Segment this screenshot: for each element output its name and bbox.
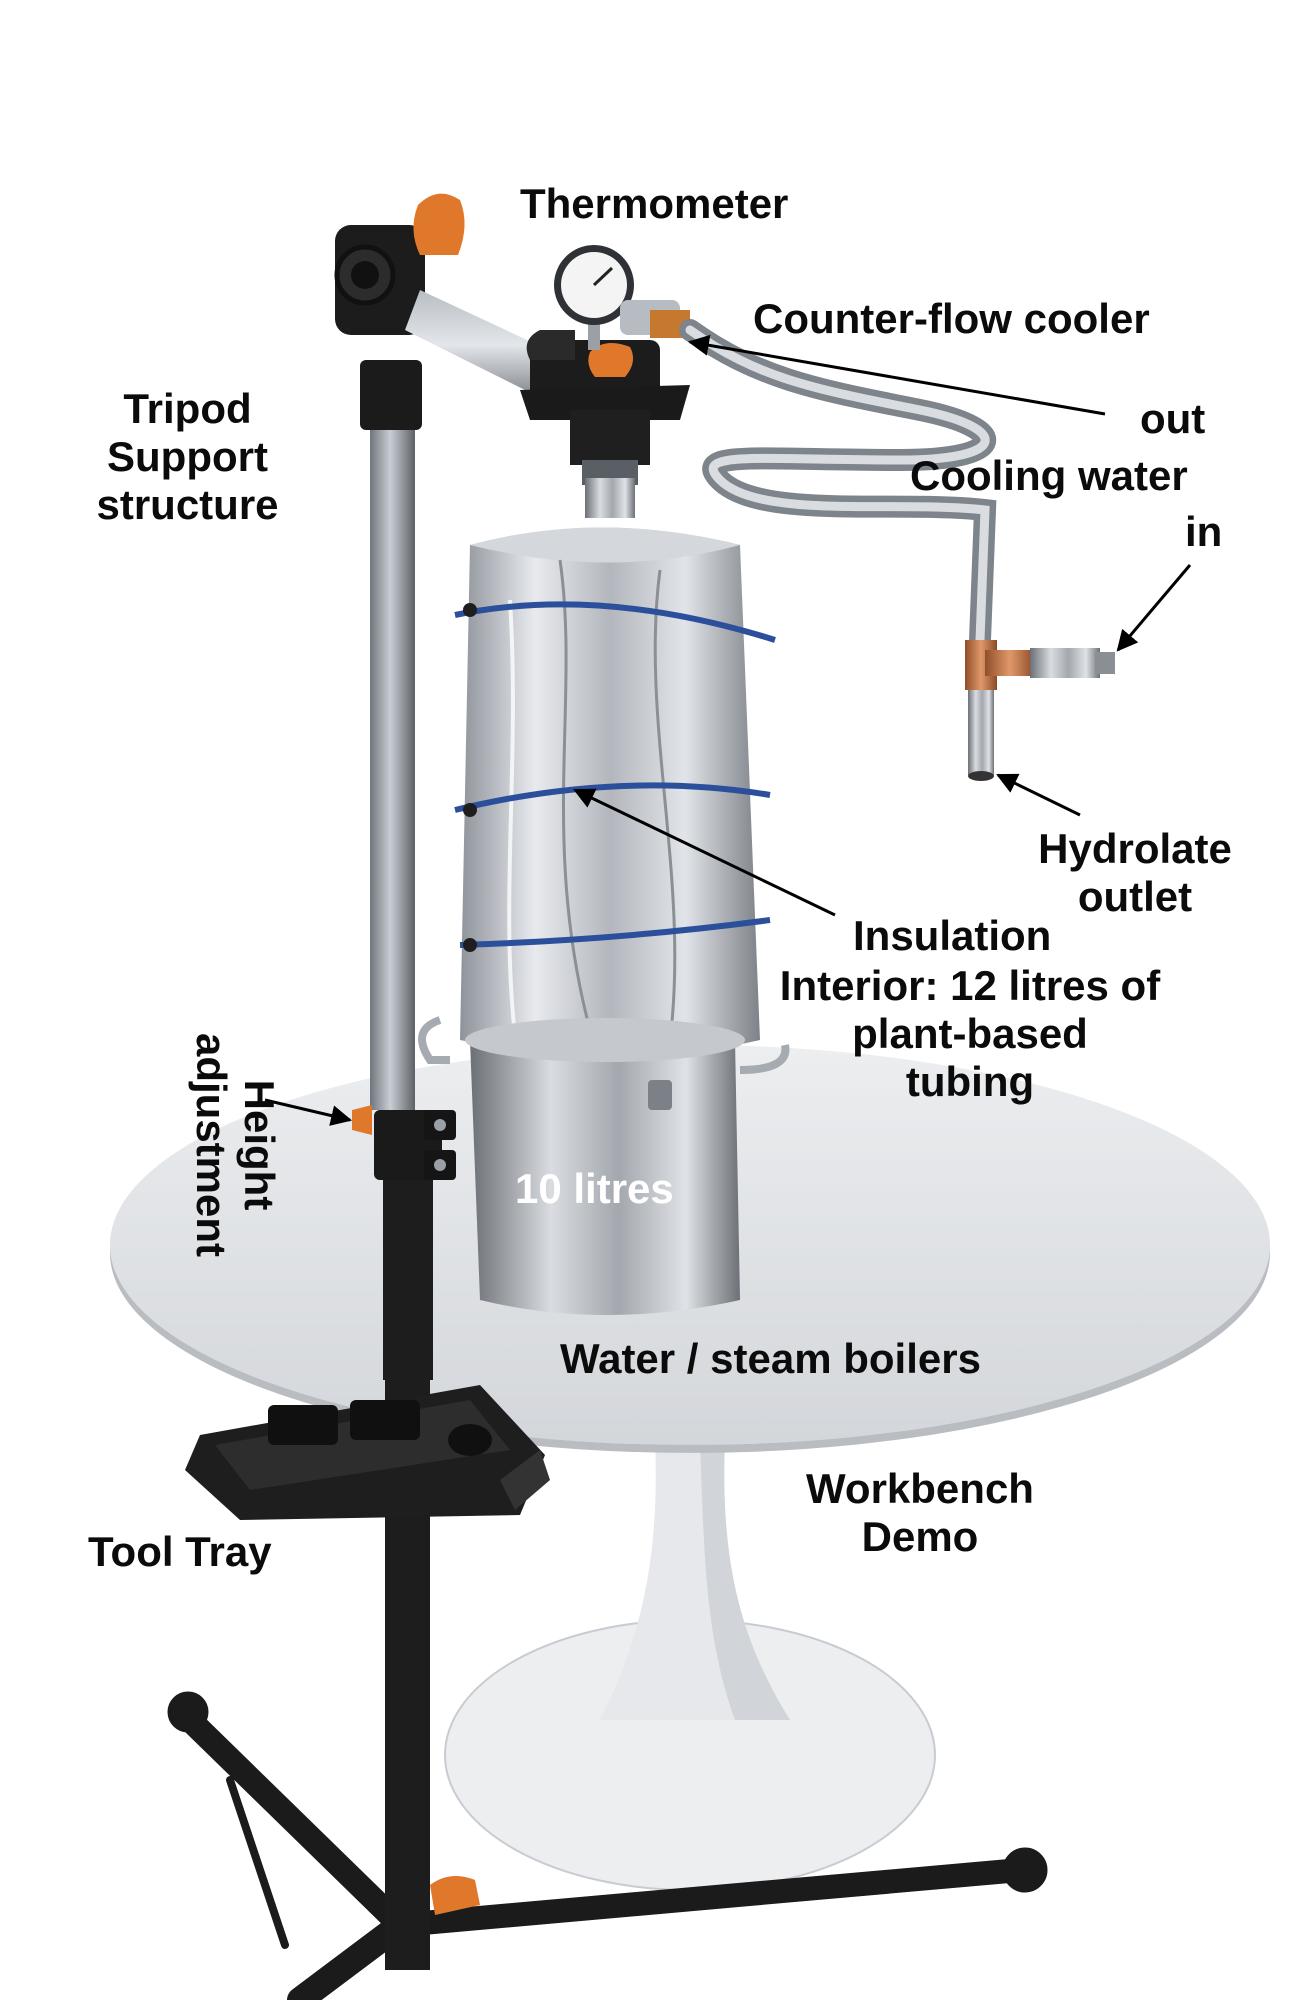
annotation-arrows	[264, 334, 1192, 1126]
label-workbench-line1: Workbench	[806, 1465, 1034, 1512]
label-height-line2: adjustment	[188, 1032, 235, 1258]
label-tripod-line1: Tripod	[123, 385, 252, 432]
tool-tray	[185, 1385, 550, 1520]
label-tripod-support-structure: Tripod Support structure	[75, 385, 300, 529]
support-arm	[405, 290, 690, 518]
label-interior-tubing: Interior: 12 litres of plant-based tubin…	[730, 962, 1210, 1106]
label-interior-line3: tubing	[905, 1058, 1035, 1105]
label-tripod-line2: Support	[107, 433, 268, 480]
label-hydrolate-outlet: Hydrolate outlet	[1010, 825, 1260, 921]
label-interior-line1: Interior: 12 litres of	[779, 962, 1161, 1009]
label-cooling-water: Cooling water	[910, 452, 1188, 499]
label-thermometer: Thermometer	[520, 180, 789, 227]
label-insulation: Insulation	[853, 912, 1052, 959]
label-tripod-line3: structure	[96, 481, 279, 528]
label-interior-line2: plant-based	[852, 1010, 1088, 1057]
label-cooling-out: out	[1140, 395, 1206, 442]
label-workbench-demo: Workbench Demo	[780, 1465, 1060, 1561]
tripod-legs	[167, 1691, 1048, 2000]
label-hydrolate-line2: outlet	[1077, 873, 1193, 920]
label-workbench-line2: Demo	[861, 1513, 979, 1560]
thermometer-gauge	[554, 245, 690, 350]
label-height-line1: Height	[236, 1079, 283, 1211]
label-boiler-volume: 10 litres	[515, 1165, 674, 1212]
label-tool-tray: Tool Tray	[88, 1528, 272, 1575]
label-cooling-in: in	[1185, 508, 1223, 555]
insulated-column	[454, 527, 776, 1058]
counter-flow-coil	[679, 319, 1115, 781]
label-hydrolate-line1: Hydrolate	[1038, 825, 1232, 872]
label-water-steam-boilers: Water / steam boilers	[560, 1335, 981, 1382]
label-counter-flow-cooler: Counter-flow cooler	[753, 295, 1150, 342]
boiler-pot	[418, 1016, 790, 1315]
